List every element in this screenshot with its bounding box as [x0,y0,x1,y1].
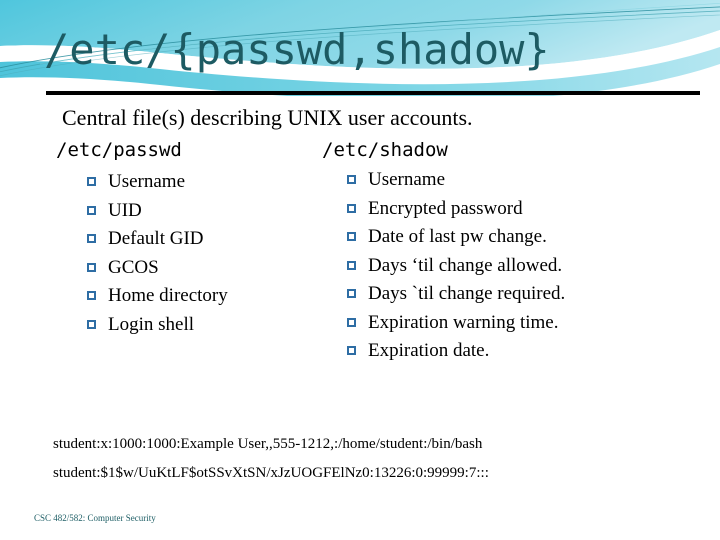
list-item-label: Encrypted password [368,197,523,219]
column-passwd: /etc/passwd Username UID Default GID GCO… [56,138,336,339]
list-item: UID [84,197,336,226]
list-item-label: Days `til change required. [368,283,566,304]
list-item: Date of last pw change. [344,223,692,252]
example-shadow-line: student:$1$w/UuKtLF$otSSvXtSN/xJzUOGFElN… [53,465,489,481]
square-bullet-icon [347,203,356,213]
list-item: Username [84,168,336,197]
column-heading-passwd: /etc/passwd [56,139,182,161]
list-item-label: Username [368,169,446,190]
list-item: Expiration date. [344,337,692,366]
footer-course-label: CSC 482/582: Computer Security [34,513,156,523]
example-passwd-line: student:x:1000:1000:Example User,,555-12… [53,436,483,452]
list-item: Expiration warning time. [344,309,692,338]
list-item-label: Date of last pw change. [368,226,547,247]
title-divider [46,91,700,95]
square-bullet-icon [87,234,96,243]
list-item-label: Login shell [108,313,195,335]
bullet-list-shadow: Username Encrypted password Date of last… [344,166,692,366]
list-item-label: Username [108,171,186,192]
list-item-label: Home directory [108,285,228,306]
square-bullet-icon [347,175,356,184]
square-bullet-icon [347,289,356,298]
list-item-label: UID [108,199,142,221]
square-bullet-icon [87,319,96,329]
list-item: Days ‘til change allowed. [344,252,692,281]
square-bullet-icon [347,346,356,355]
list-item: Login shell [84,311,336,340]
square-bullet-icon [87,177,96,186]
list-item: GCOS [84,254,336,283]
list-item-label: Days ‘til change allowed. [368,254,563,276]
list-item-label: Expiration date. [368,340,490,361]
column-shadow: /etc/shadow Username Encrypted password … [322,138,692,366]
bullet-list-passwd: Username UID Default GID GCOS Home direc… [84,168,336,339]
list-item-label: Expiration warning time. [368,311,559,333]
list-item-label: GCOS [108,256,159,278]
list-item: Username [344,166,692,195]
square-bullet-icon [87,291,96,300]
list-item: Days `til change required. [344,280,692,309]
square-bullet-icon [347,317,356,327]
square-bullet-icon [347,232,356,241]
example-lines: student:x:1000:1000:Example User,,555-12… [53,430,693,488]
page-title: /etc/{passwd,shadow} [44,25,550,74]
square-bullet-icon [347,260,356,270]
list-item: Default GID [84,225,336,254]
square-bullet-icon [87,262,96,272]
list-item: Home directory [84,282,336,311]
list-item-label: Default GID [108,228,204,249]
list-item: Encrypted password [344,195,692,224]
subtitle: Central file(s) describing UNIX user acc… [62,105,473,130]
square-bullet-icon [87,205,96,215]
column-heading-shadow: /etc/shadow [322,139,448,161]
